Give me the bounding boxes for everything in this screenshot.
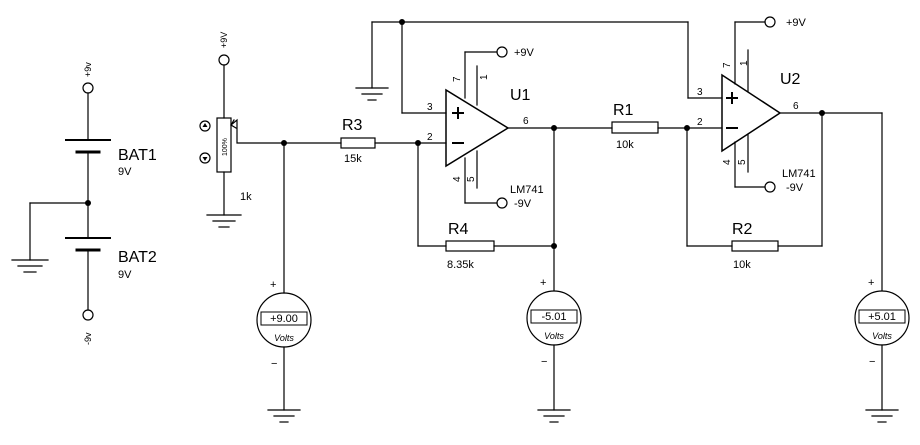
u2-model: LM741 [782, 168, 816, 180]
voltmeter-1-minus: − [271, 358, 277, 370]
battery-bat2[interactable] [65, 237, 111, 252]
pot-increase-button[interactable] [199, 120, 211, 132]
ground-symbol-vm3 [865, 409, 899, 423]
bat2-value: 9V [118, 269, 132, 281]
u1-pin1: 1 [479, 74, 490, 80]
u2-pin3: 3 [697, 87, 703, 98]
voltmeter-3-minus: − [869, 356, 875, 368]
r3-name: R3 [342, 117, 363, 134]
u2-vplus-terminal[interactable] [764, 16, 776, 28]
terminal-pot-9v[interactable] [218, 54, 230, 66]
ground-symbol-bat [11, 259, 49, 273]
bat1-name: BAT1 [118, 147, 157, 164]
bat1-value: 9V [118, 166, 132, 178]
battery-section: +9v BAT1 9V BAT2 9V -9v [11, 62, 157, 345]
u2-pin4: 4 [722, 159, 733, 165]
u2-name: U2 [780, 71, 801, 88]
u1-vminus-label: -9V [514, 198, 532, 210]
terminal-pos-9v[interactable] [82, 82, 94, 94]
u2-pin1: 1 [739, 60, 750, 66]
u2-pin6: 6 [793, 101, 799, 112]
u2-pin2: 2 [697, 117, 703, 128]
resistor-r3[interactable] [340, 137, 376, 149]
u1-vplus-label: +9V [514, 47, 535, 59]
label-pos-9v: +9v [83, 62, 93, 77]
voltmeter-1[interactable]: +9.00 Volts [256, 292, 312, 348]
u1-name: U1 [510, 87, 531, 104]
pot-percent: 100% [222, 138, 229, 156]
pot-value: 1k [240, 191, 252, 203]
ground-symbol-vm1 [267, 409, 301, 423]
potentiometer-section: +9V 100% 1k [199, 32, 285, 228]
u2-vminus-terminal[interactable] [764, 181, 776, 193]
voltmeter-1-unit: Volts [274, 333, 294, 343]
u2-pin5: 5 [737, 159, 748, 165]
r3-value: 15k [344, 153, 362, 165]
resistor-r1[interactable] [611, 121, 659, 134]
voltmeter-2-plus: + [540, 277, 546, 289]
r1-name: R1 [613, 102, 634, 119]
bat2-name: BAT2 [118, 249, 157, 266]
terminal-neg-9v[interactable] [82, 309, 94, 321]
voltmeter-2-minus: − [541, 356, 547, 368]
voltmeter-2-reading: -5.01 [541, 311, 566, 323]
r1-value: 10k [616, 139, 634, 151]
label-pot-9v: +9V [219, 32, 229, 48]
voltmeter-1-plus: + [270, 279, 276, 291]
r2-name: R2 [732, 221, 753, 238]
label-neg-9v: -9v [83, 332, 93, 345]
u1-vplus-terminal[interactable] [496, 46, 508, 58]
battery-bat1[interactable] [65, 139, 111, 154]
pot-decrease-button[interactable] [199, 152, 211, 164]
opamp-u1[interactable] [445, 88, 510, 168]
resistor-r4[interactable] [445, 240, 495, 252]
u2-pin7: 7 [722, 62, 733, 68]
voltmeter-3-plus: + [868, 277, 874, 289]
u1-model: LM741 [510, 184, 544, 196]
u1-vminus-terminal[interactable] [496, 197, 508, 209]
u2-vminus-label: -9V [786, 182, 804, 194]
voltmeter-3[interactable]: +5.01 Volts [854, 290, 910, 346]
voltmeter-2-unit: Volts [544, 331, 564, 341]
resistor-r2[interactable] [731, 240, 779, 252]
voltmeter-3-unit: Volts [872, 331, 892, 341]
ground-symbol-pot [206, 214, 242, 228]
ground-symbol-top [355, 87, 389, 101]
u1-pin3: 3 [427, 102, 433, 113]
opamp-u2[interactable] [721, 73, 782, 153]
u1-pin4: 4 [452, 176, 463, 182]
u1-pin7: 7 [452, 76, 463, 82]
u1-pin5: 5 [466, 176, 477, 182]
u2-vplus-label: +9V [786, 17, 807, 29]
voltmeter-3-reading: +5.01 [868, 311, 896, 323]
u1-pin6: 6 [523, 116, 529, 127]
u1-pin2: 2 [427, 132, 433, 143]
r2-value: 10k [733, 259, 751, 271]
voltmeter-1-reading: +9.00 [270, 313, 298, 325]
r4-value: 8.35k [447, 259, 474, 271]
voltmeter-2[interactable]: -5.01 Volts [526, 290, 582, 346]
ground-symbol-vm2 [537, 409, 571, 423]
r4-name: R4 [448, 221, 469, 238]
